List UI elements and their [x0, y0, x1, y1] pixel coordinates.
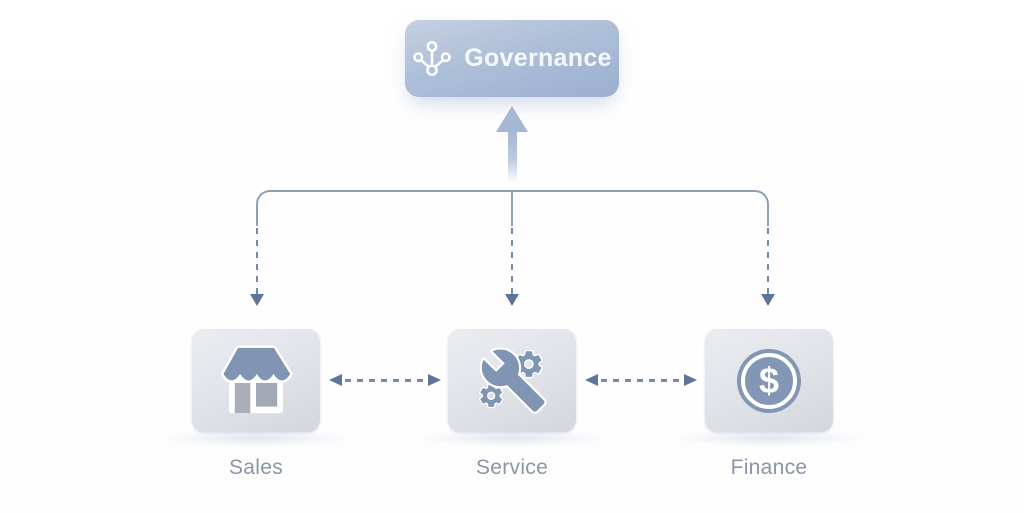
dollar-symbol: $ — [758, 359, 780, 401]
finance-label: Finance — [730, 456, 808, 479]
finance-shadow — [674, 429, 864, 447]
network-nodes-icon — [412, 40, 452, 77]
service-finance-arrow — [585, 373, 697, 387]
service-shadow — [417, 429, 607, 447]
left-arrowhead-icon — [585, 374, 598, 386]
up-arrow-shaft — [508, 129, 517, 183]
sales-service-arrow — [329, 373, 441, 387]
up-arrow-icon — [496, 106, 528, 132]
sales-label: Sales — [228, 456, 284, 479]
service-box — [448, 329, 576, 432]
storefront-icon — [215, 343, 297, 418]
dashed-line — [345, 378, 425, 382]
drop-arrowhead-finance — [761, 294, 775, 306]
sales-shadow — [161, 429, 351, 447]
wrench-gears-icon — [472, 341, 552, 421]
drop-arrow-finance — [767, 228, 769, 294]
governance-node: Governance — [405, 20, 619, 97]
coin-ring — [741, 352, 797, 409]
drop-arrowhead-service — [505, 294, 519, 306]
right-arrowhead-icon — [684, 374, 697, 386]
drop-arrow-sales — [256, 228, 258, 294]
bracket-connector — [256, 190, 769, 226]
left-arrowhead-icon — [329, 374, 342, 386]
right-arrowhead-icon — [428, 374, 441, 386]
bracket-center-stub — [511, 192, 513, 226]
drop-arrow-service — [511, 228, 513, 294]
finance-box: $ — [705, 329, 833, 432]
service-label: Service — [475, 456, 549, 479]
sales-box — [192, 329, 320, 432]
drop-arrowhead-sales — [250, 294, 264, 306]
governance-label: Governance — [464, 44, 612, 72]
dollar-coin-icon: $ — [737, 348, 801, 413]
dashed-line — [601, 378, 681, 382]
